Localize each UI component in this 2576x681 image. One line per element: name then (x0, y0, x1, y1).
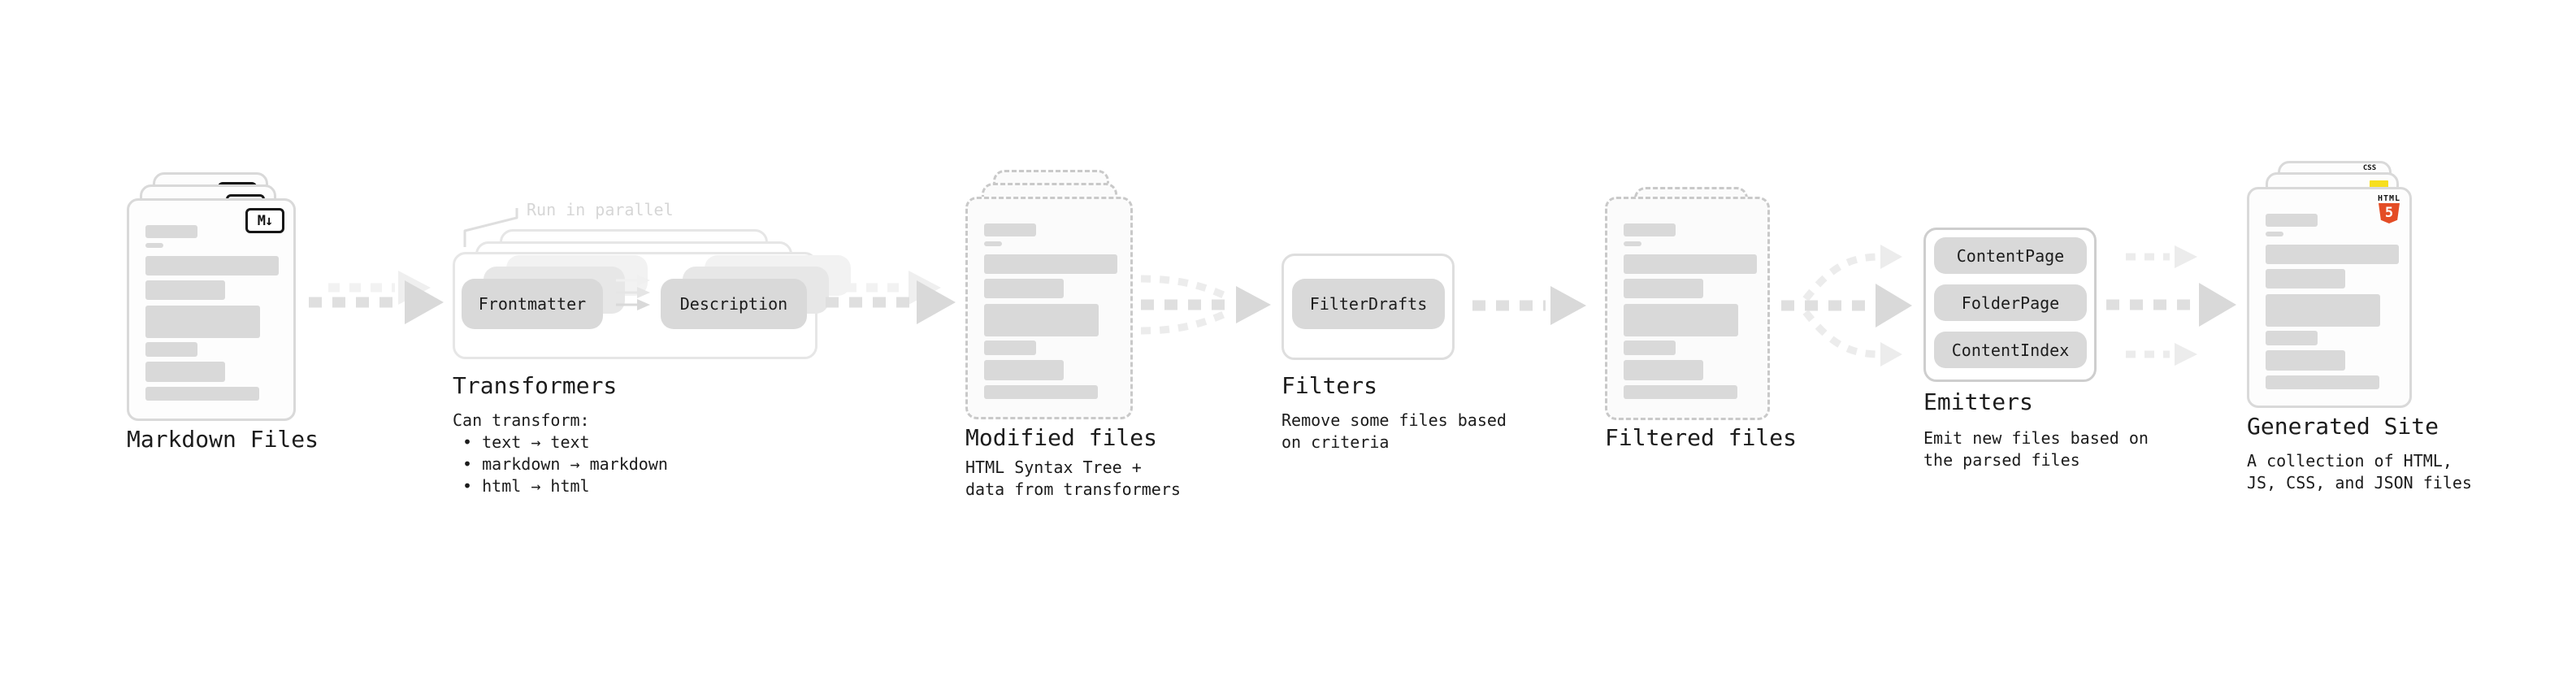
markdown-icon-label: M↓ (257, 212, 274, 229)
placeholder-text-bar (145, 256, 279, 275)
placeholder-text-bar (2266, 331, 2318, 345)
folderpage-pill: FolderPage (1934, 284, 2087, 321)
frontmatter-pill-label: Frontmatter (478, 294, 587, 314)
stage-label-transformers: Transformers (453, 372, 618, 399)
contentpage-pill-label: ContentPage (1956, 245, 2065, 266)
placeholder-text-bar (145, 362, 225, 382)
emitters-description: Emit new files based on the parsed files (1923, 428, 2149, 470)
placeholder-text-bar (145, 387, 259, 401)
stage-label-markdown-files: Markdown Files (127, 426, 319, 453)
modified-files-description: HTML Syntax Tree + data from transformer… (965, 458, 1181, 499)
description-pill: Description (661, 279, 807, 329)
placeholder-text-bar (984, 241, 1002, 246)
placeholder-text-bar (984, 279, 1064, 298)
placeholder-text-bar (2266, 350, 2345, 371)
frontmatter-pill: Frontmatter (462, 279, 603, 329)
placeholder-text-bar (984, 254, 1117, 274)
placeholder-text-bar (145, 280, 225, 300)
placeholder-text-bar (1624, 304, 1738, 336)
placeholder-text-bar (2266, 245, 2399, 264)
arrow-filters-to-filtered (1472, 286, 1586, 325)
folderpage-pill-label: FolderPage (1961, 293, 2060, 313)
placeholder-text-bar (1624, 385, 1737, 399)
arrow-modified-to-filters (1140, 275, 1271, 335)
html5-shield: 5 (2379, 203, 2400, 223)
placeholder-text-bar (984, 304, 1099, 336)
placeholder-text-bar (1624, 254, 1757, 274)
placeholder-text-bar (984, 360, 1064, 380)
placeholder-text-bar (1624, 279, 1703, 298)
stage-label-generated-site: Generated Site (2247, 413, 2439, 440)
placeholder-text-bar (2266, 232, 2283, 236)
generated-site-description: A collection of HTML, JS, CSS, and JSON … (2247, 451, 2472, 492)
html5-logo-text: HTML (2377, 194, 2401, 203)
css-icon-label: CSS (2362, 164, 2377, 172)
placeholder-text-bar (1624, 340, 1676, 355)
filterdrafts-pill-label: FilterDrafts (1309, 294, 1428, 314)
contentindex-pill-label: ContentIndex (1951, 340, 2070, 360)
contentpage-pill: ContentPage (1934, 237, 2087, 274)
placeholder-text-bar (984, 385, 1098, 399)
arrow-emitters-to-generated (2106, 245, 2236, 366)
generated-html-file-card: HTML 5 (2247, 187, 2412, 408)
placeholder-text-bar (2266, 269, 2345, 288)
modified-file-card-front (965, 197, 1133, 419)
placeholder-text-bar (145, 225, 197, 238)
placeholder-text-bar (1624, 223, 1676, 236)
placeholder-text-bar (2266, 214, 2318, 227)
arrow-filtered-to-emitters (1781, 245, 1912, 367)
placeholder-text-bar (2266, 294, 2380, 327)
placeholder-text-bar (1624, 241, 1641, 246)
html5-logo-icon: HTML 5 (2377, 194, 2401, 223)
arrow-markdown-to-transformers (309, 271, 444, 324)
run-in-parallel-annotation: Run in parallel (527, 200, 674, 219)
stage-label-filters: Filters (1281, 372, 1378, 399)
markdown-icon: M↓ (245, 208, 284, 233)
html5-shield-number: 5 (2384, 205, 2394, 221)
placeholder-text-bar (1624, 360, 1703, 380)
placeholder-text-bar (145, 243, 163, 248)
description-pill-label: Description (679, 294, 788, 314)
placeholder-text-bar (145, 342, 197, 357)
filtered-file-card-front (1605, 197, 1770, 420)
stage-label-modified-files: Modified files (965, 424, 1158, 451)
placeholder-text-bar (984, 223, 1036, 236)
markdown-file-card-front: M↓ (127, 198, 296, 421)
placeholder-text-bar (2266, 375, 2379, 389)
stage-label-filtered-files: Filtered files (1605, 424, 1798, 451)
filterdrafts-pill: FilterDrafts (1292, 279, 1445, 329)
transformers-description: Can transform: • text → text • markdown … (453, 410, 668, 496)
filters-description: Remove some files based on criteria (1281, 410, 1507, 452)
placeholder-text-bar (984, 340, 1036, 355)
placeholder-text-bar (145, 306, 260, 338)
stage-label-emitters: Emitters (1923, 388, 2033, 415)
contentindex-pill: ContentIndex (1934, 332, 2087, 368)
